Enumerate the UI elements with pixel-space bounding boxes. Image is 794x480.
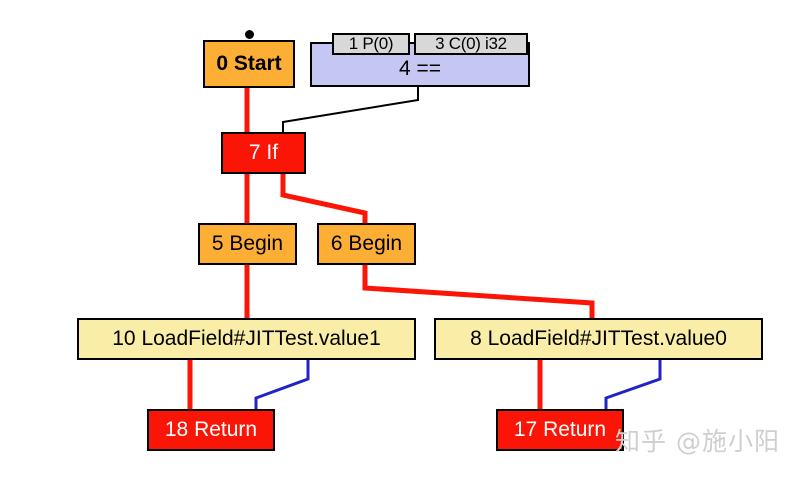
node-begin-5-label: 5 Begin <box>211 232 284 255</box>
node-begin-5[interactable]: 5 Begin <box>198 223 297 265</box>
node-compare-label: 4 == <box>398 57 442 80</box>
node-if-label: 7 If <box>248 141 279 164</box>
node-loadfield-8[interactable]: 8 LoadField#JITTest.value0 <box>434 318 763 360</box>
node-if[interactable]: 7 If <box>221 132 306 174</box>
node-return-17[interactable]: 17 Return <box>496 409 624 451</box>
edge-compare-to-if <box>282 87 419 132</box>
node-begin-6-label: 6 Begin <box>330 232 403 255</box>
node-loadfield-8-label: 8 LoadField#JITTest.value0 <box>470 327 727 350</box>
edge-if-to-begin6 <box>280 174 368 223</box>
watermark: 知乎 @施小阳 <box>615 427 780 456</box>
port-3-label: 3 C(0) i32 <box>435 34 507 53</box>
node-loadfield-10[interactable]: 10 LoadField#JITTest.value1 <box>77 318 416 360</box>
port-1-projection[interactable]: 1 P(0) <box>332 33 410 55</box>
edge-load10-to-return18 <box>254 360 310 409</box>
node-return-17-label: 17 Return <box>513 418 607 441</box>
node-start-label: 0 Start <box>216 52 282 75</box>
port-3-constant[interactable]: 3 C(0) i32 <box>414 33 528 55</box>
node-return-18[interactable]: 18 Return <box>147 409 275 451</box>
edge-load8-to-return17 <box>604 360 662 409</box>
port-1-label: 1 P(0) <box>348 34 394 53</box>
node-begin-6[interactable]: 6 Begin <box>317 223 416 265</box>
node-start[interactable]: 0 Start <box>203 40 295 88</box>
node-loadfield-10-label: 10 LoadField#JITTest.value1 <box>112 327 381 350</box>
start-anchor-dot <box>245 30 254 39</box>
node-return-18-label: 18 Return <box>164 418 258 441</box>
edge-begin6-to-load8 <box>362 265 595 318</box>
